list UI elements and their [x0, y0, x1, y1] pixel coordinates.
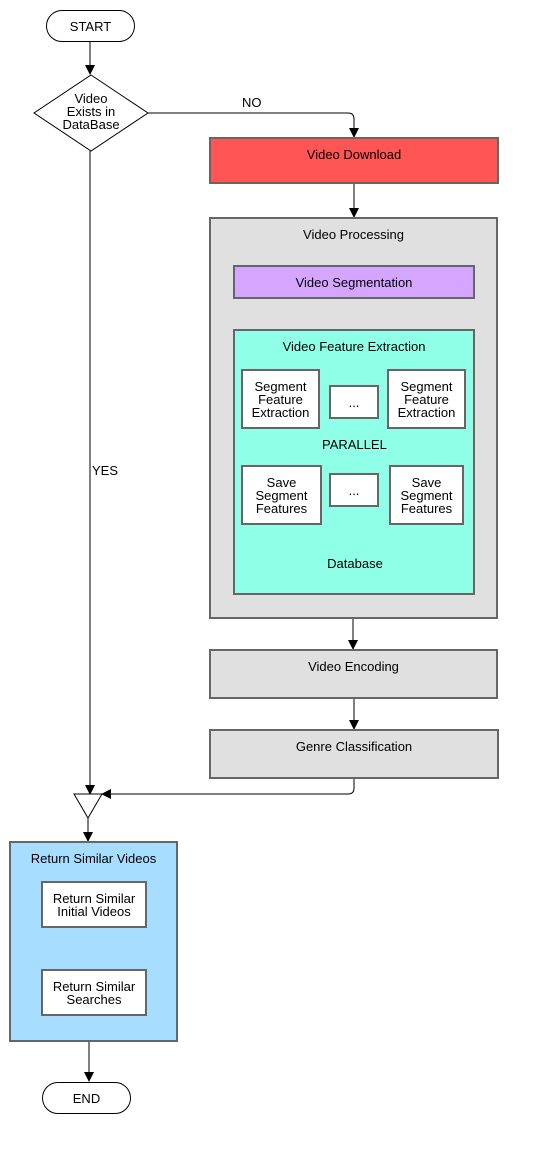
decision-label: Video Exists in DataBase	[62, 91, 120, 132]
video-encoding-box: Video Encoding	[209, 649, 498, 699]
segment-feature-extraction-left: Segment Feature Extraction	[241, 369, 320, 429]
merge-triangle	[73, 793, 103, 819]
video-segmentation-box: Video Segmentation	[233, 265, 475, 299]
feature-extraction-label: Video Feature Extraction	[282, 339, 426, 354]
save-segment-features-left: Save Segment Features	[241, 465, 322, 525]
yes-label: YES	[92, 463, 119, 478]
video-download-box: Video Download	[209, 137, 499, 184]
video-encoding-label: Video Encoding	[308, 659, 399, 674]
return-similar-videos-label: Return Similar Videos	[30, 851, 157, 866]
save-segment-features-right: Save Segment Features	[389, 465, 464, 525]
end-label: END	[72, 1090, 101, 1106]
arrow-decision-no	[148, 112, 359, 138]
return-similar-searches: Return Similar Searches	[41, 969, 147, 1016]
start-node: START	[46, 10, 135, 42]
start-label: START	[69, 18, 112, 34]
end-node: END	[42, 1082, 131, 1114]
save-segment-features-mid: ...	[329, 473, 379, 507]
segment-feature-extraction-mid: ...	[329, 385, 379, 419]
decision-diamond	[33, 74, 149, 152]
parallel-label: PARALLEL	[322, 437, 387, 452]
genre-classification-box: Genre Classification	[209, 729, 499, 779]
arrow-genre-to-merge	[101, 778, 355, 799]
database-label: Database	[327, 556, 383, 571]
segment-feature-extraction-right: Segment Feature Extraction	[387, 369, 466, 429]
video-processing-label: Video Processing	[303, 227, 404, 242]
return-similar-initial-videos: Return Similar Initial Videos	[41, 881, 147, 928]
genre-classification-label: Genre Classification	[295, 739, 413, 754]
video-segmentation-label: Video Segmentation	[295, 274, 413, 290]
no-label: NO	[242, 95, 262, 110]
video-download-label: Video Download	[306, 147, 402, 162]
